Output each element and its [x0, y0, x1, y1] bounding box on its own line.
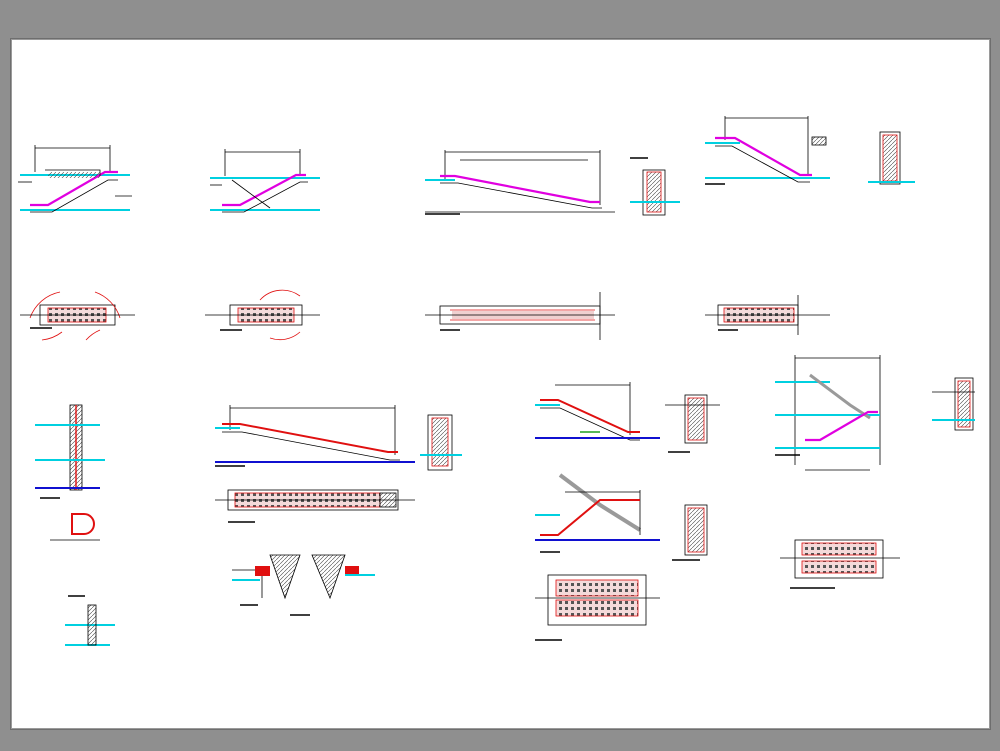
- escalator-elevation-3: [425, 150, 615, 215]
- escalator-elevation-8: [775, 355, 881, 471]
- escalator-cross-section-5: [672, 504, 708, 561]
- escalator-elevation-4: [705, 116, 830, 185]
- escalator-cross-section-2: [868, 131, 915, 185]
- escalator-cross-section-6: [932, 377, 975, 431]
- escalator-plan-7: [780, 539, 900, 589]
- escalator-plan-6: [535, 574, 660, 641]
- foundation-detail: [65, 595, 115, 646]
- escalator-elevation-5: [215, 405, 415, 467]
- escalator-cross-section-3: [420, 414, 462, 471]
- escalator-plan-5: [215, 489, 415, 523]
- drain-detail: [50, 513, 100, 541]
- escalator-elevation-6: [535, 382, 660, 441]
- escalator-plan-4: [705, 295, 830, 335]
- escalator-plan-2: [205, 289, 320, 341]
- escalator-vertical-detail: [35, 404, 105, 499]
- escalator-plan-3: [425, 292, 615, 340]
- drawing-sheet: [10, 38, 991, 730]
- escalator-elevation-2: [210, 149, 320, 213]
- escalator-cross-section-1: [630, 157, 680, 216]
- escalator-plan-1: [20, 291, 135, 341]
- escalator-elevation-1: [18, 145, 132, 213]
- pit-section-detail: [232, 554, 375, 616]
- escalator-cross-section-4: [665, 394, 720, 453]
- escalator-elevation-7: [535, 473, 660, 553]
